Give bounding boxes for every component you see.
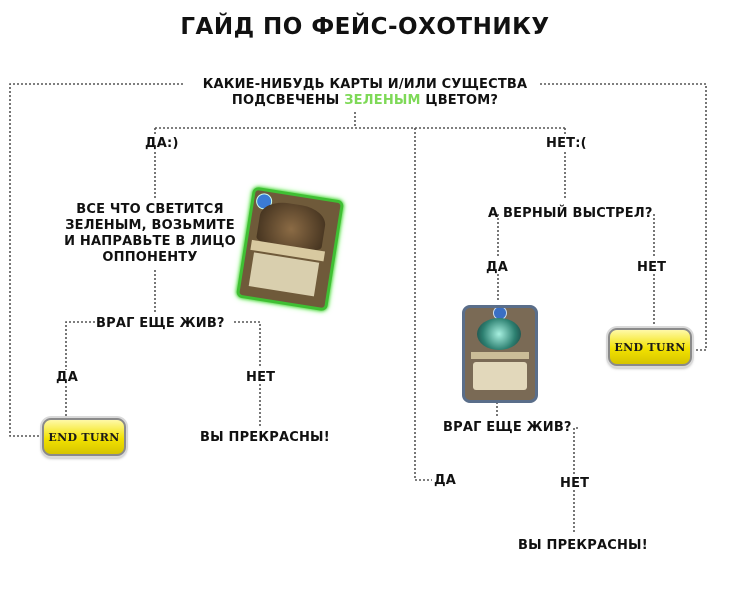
take-all-green-text: ВСЕ ЧТО СВЕТИТСЯ ЗЕЛЕНЫМ, ВОЗЬМИТЕ И НАП… bbox=[55, 202, 245, 266]
great-right-text: ВЫ ПРЕКРАСНЫ! bbox=[518, 538, 648, 553]
take-all-line-2: ЗЕЛЕНЫМ, ВОЗЬМИТЕ bbox=[65, 218, 235, 233]
question-green-cards: КАКИЕ-НИБУДЬ КАРТЫ И/ИЛИ СУЩЕСТВА ПОДСВЕ… bbox=[160, 77, 570, 109]
end-turn-button-left[interactable]: END TURN bbox=[42, 418, 126, 456]
card-description-box bbox=[473, 362, 527, 390]
yes-bottom-label: ДА bbox=[434, 473, 457, 488]
no-left-label: НЕТ bbox=[246, 370, 276, 385]
question-line-2-pre: ПОДСВЕЧЕНЫ bbox=[231, 93, 345, 108]
take-all-line-1: ВСЕ ЧТО СВЕТИТСЯ bbox=[76, 202, 224, 217]
enemy-alive-right: ВРАГ ЕЩЕ ЖИВ? bbox=[443, 420, 572, 435]
no-branch-label: НЕТ:( bbox=[546, 136, 587, 151]
no-right-label: НЕТ bbox=[637, 260, 667, 275]
green-minion-card bbox=[235, 186, 345, 312]
end-turn-button-right[interactable]: END TURN bbox=[608, 328, 692, 366]
yes-right-label: ДА bbox=[486, 260, 509, 275]
no-bottom-label: НЕТ bbox=[560, 476, 590, 491]
card-art-image bbox=[477, 318, 521, 350]
page-title: ГАЙД ПО ФЕЙС-ОХОТНИКУ bbox=[180, 14, 550, 40]
question-line-2: ПОДСВЕЧЕНЫ ЗЕЛЕНЫМ ЦВЕТОМ? bbox=[160, 93, 570, 109]
question-line-1: КАКИЕ-НИБУДЬ КАРТЫ И/ИЛИ СУЩЕСТВА bbox=[202, 77, 528, 92]
steady-shot-card bbox=[462, 305, 538, 403]
card-name-banner bbox=[471, 352, 529, 359]
take-all-line-4: ОППОНЕНТУ bbox=[102, 250, 198, 265]
end-turn-label-left: END TURN bbox=[48, 430, 120, 444]
yes-branch-label: ДА:) bbox=[145, 136, 179, 151]
yes-left-label: ДА bbox=[56, 370, 79, 385]
green-word: ЗЕЛЕНЫМ bbox=[344, 93, 421, 108]
take-all-line-3: И НАПРАВЬТЕ В ЛИЦО bbox=[64, 234, 236, 249]
steady-shot-question: А ВЕРНЫЙ ВЫСТРЕЛ? bbox=[488, 206, 653, 221]
great-left-text: ВЫ ПРЕКРАСНЫ! bbox=[200, 430, 330, 445]
question-line-2-post: ЦВЕТОМ? bbox=[420, 93, 499, 108]
enemy-alive-left: ВРАГ ЕЩЕ ЖИВ? bbox=[96, 316, 225, 331]
end-turn-label-right: END TURN bbox=[614, 340, 686, 354]
